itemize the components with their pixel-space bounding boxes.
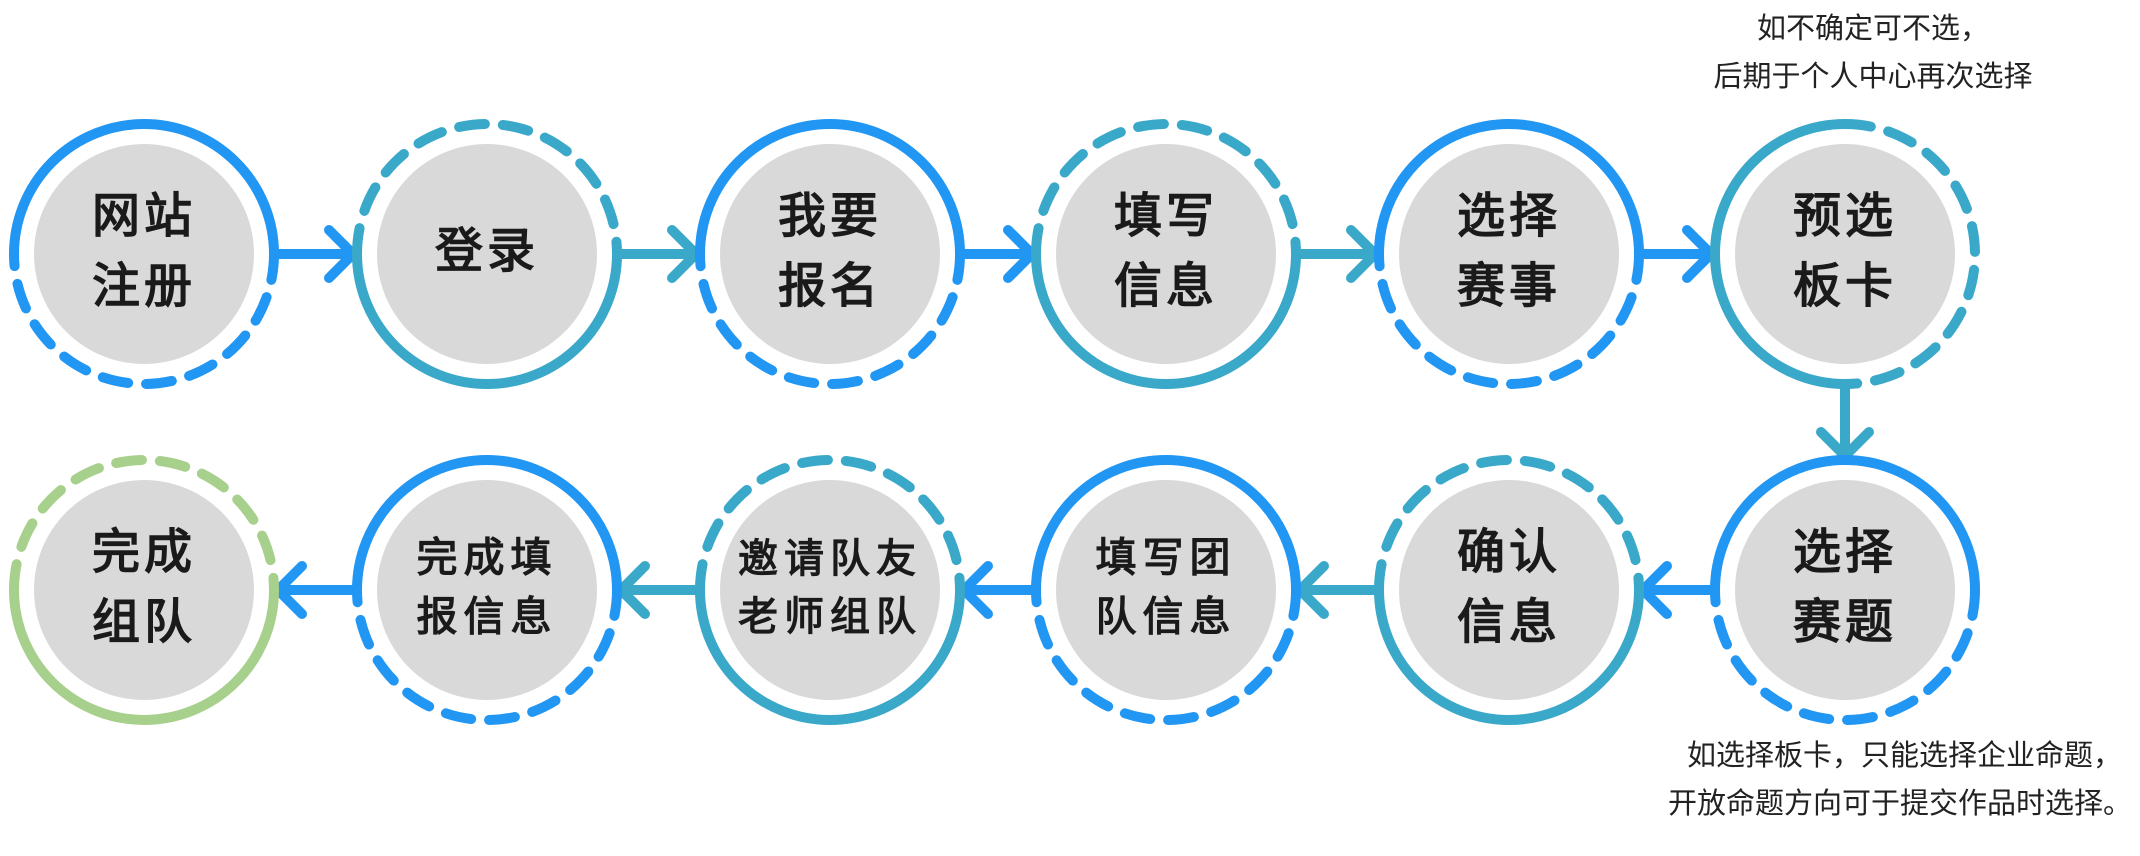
ring-dashed xyxy=(1840,119,1980,389)
step-fill xyxy=(377,480,597,700)
ring-solid xyxy=(1374,119,1644,259)
ring-dashed xyxy=(1031,119,1301,259)
flow-arrow-icon xyxy=(1638,561,1715,619)
step-label: 报名 xyxy=(778,258,882,314)
step-label: 填写 xyxy=(1114,188,1218,244)
ring-solid xyxy=(695,119,965,259)
ring-solid xyxy=(352,249,622,389)
flow-arrow-icon xyxy=(960,225,1037,283)
step-fill xyxy=(1399,144,1619,364)
ring-solid xyxy=(352,455,622,595)
step-label: 老师组队 xyxy=(738,594,922,640)
flow-arrow-icon xyxy=(959,561,1036,619)
step-fill xyxy=(1399,480,1619,700)
step-fill xyxy=(720,480,940,700)
step-label: 选择 xyxy=(1457,188,1561,244)
ring-solid xyxy=(1710,455,1980,595)
ring-dashed xyxy=(1374,455,1644,595)
note-top-line-1: 如不确定可不选， xyxy=(1757,11,1989,45)
step-node: 登录 xyxy=(352,119,622,389)
step-label: 完成 xyxy=(92,524,196,580)
steps: 网站注册登录我要报名填写信息选择赛事预选板卡选择赛题确认信息填写团队信息邀请队友… xyxy=(9,119,1980,725)
step-label: 完成填 xyxy=(417,533,558,581)
step-label: 赛题 xyxy=(1793,594,1897,650)
ring-dashed xyxy=(9,455,279,595)
ring-dashed xyxy=(352,585,622,725)
step-fill xyxy=(377,144,597,364)
step-label: 登录 xyxy=(434,223,539,279)
step-label: 组队 xyxy=(92,594,196,650)
step-fill xyxy=(1056,480,1276,700)
ring-solid xyxy=(1031,455,1301,595)
note-top-line-2: 后期于个人中心再次选择 xyxy=(1713,59,2032,93)
ring-dashed xyxy=(1031,585,1301,725)
step-label: 邀请队友 xyxy=(738,536,922,582)
step-label: 选择 xyxy=(1793,524,1897,580)
step-fill xyxy=(34,144,254,364)
ring-solid xyxy=(9,585,279,725)
step-label: 确认 xyxy=(1457,524,1561,580)
ring-dashed xyxy=(352,119,622,259)
step-label: 板卡 xyxy=(1793,258,1897,314)
flow-arrow-icon xyxy=(1296,225,1380,283)
flow-arrow-icon xyxy=(273,561,357,619)
ring-solid xyxy=(1710,119,1850,389)
note-bottom-line-2: 开放命题方向可于提交作品时选择。 xyxy=(1668,786,2132,820)
step-label: 填写团 xyxy=(1096,533,1237,581)
ring-solid xyxy=(9,119,279,259)
step-label: 信息 xyxy=(1457,594,1561,650)
ring-dashed xyxy=(9,249,279,389)
flow-arrow-icon xyxy=(274,225,358,283)
step-fill xyxy=(1735,480,1955,700)
step-label: 赛事 xyxy=(1457,258,1561,314)
flow-arrow-icon xyxy=(1295,561,1379,619)
step-label: 预选 xyxy=(1793,188,1897,244)
ring-solid xyxy=(1031,249,1301,389)
step-label: 报信息 xyxy=(417,593,558,641)
step-fill xyxy=(1735,144,1955,364)
step-label: 网站 xyxy=(92,188,196,244)
step-fill xyxy=(1056,144,1276,364)
step-label: 队信息 xyxy=(1096,593,1237,641)
flow-arrow-icon xyxy=(616,561,700,619)
step-fill xyxy=(720,144,940,364)
flow-arrow-icon xyxy=(1816,384,1874,461)
flow-arrow-icon xyxy=(1639,225,1716,283)
step-label: 信息 xyxy=(1114,258,1218,314)
note-bottom-line-1: 如选择板卡，只能选择企业命题， xyxy=(1687,738,2122,772)
ring-dashed xyxy=(695,249,965,389)
ring-solid xyxy=(695,585,965,725)
ring-dashed xyxy=(1374,249,1644,389)
ring-dashed xyxy=(1710,585,1980,725)
flow-arrow-icon xyxy=(617,225,701,283)
ring-dashed xyxy=(695,455,965,595)
step-fill xyxy=(34,480,254,700)
step-label: 我要 xyxy=(778,188,882,244)
step-label: 注册 xyxy=(92,258,196,314)
ring-solid xyxy=(1374,585,1644,725)
